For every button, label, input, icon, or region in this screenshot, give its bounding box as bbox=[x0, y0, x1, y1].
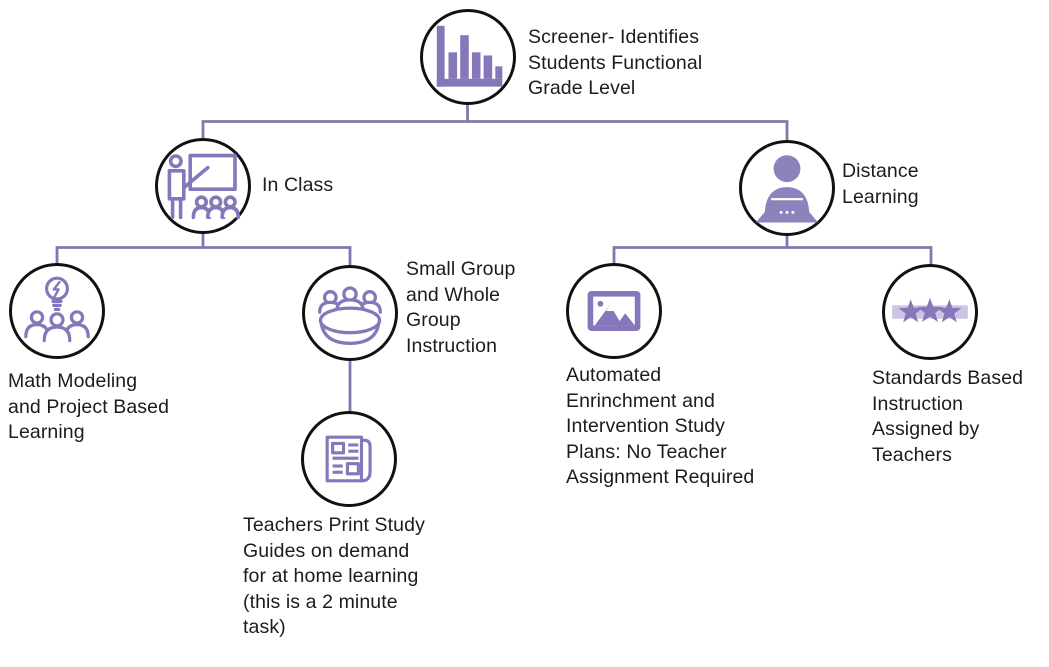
connector-rail-inclass bbox=[55, 246, 352, 266]
node-standards-circle bbox=[882, 264, 978, 360]
node-screener-circle bbox=[420, 9, 516, 105]
node-distance-learning-label: Distance Learning bbox=[842, 160, 919, 208]
bar-chart-icon bbox=[436, 25, 503, 87]
node-math-modeling-label: Math Modeling and Project Based Learning bbox=[8, 370, 170, 443]
node-screener-label: Screener- Identifies Students Functional… bbox=[528, 26, 703, 99]
node-teachers-print-circle bbox=[301, 411, 397, 507]
picture-icon bbox=[587, 291, 641, 331]
node-automated-plans-circle bbox=[566, 263, 662, 359]
three-stars-icon bbox=[892, 297, 968, 323]
connector-rail-distance bbox=[612, 246, 933, 266]
idea-team-icon bbox=[24, 276, 90, 343]
node-in-class-label: In Class bbox=[262, 174, 334, 196]
group-table-icon bbox=[318, 286, 382, 345]
node-teachers-print-label: Teachers Print Study Guides on demand fo… bbox=[243, 514, 425, 638]
node-math-modeling-circle bbox=[9, 263, 105, 359]
node-distance-learning-circle bbox=[739, 140, 835, 236]
teacher-whiteboard-icon bbox=[167, 153, 240, 219]
node-automated-plans-label: Automated Enrinchment and Intervention S… bbox=[566, 364, 755, 488]
connector-rail-level1 bbox=[201, 120, 789, 142]
node-in-class-circle bbox=[155, 138, 251, 234]
node-small-group-label: Small Group and Whole Group Instruction bbox=[406, 258, 516, 357]
newspaper-icon bbox=[325, 435, 372, 483]
node-standards-label: Standards Based Instruction Assigned by … bbox=[872, 367, 1024, 466]
person-laptop-icon bbox=[755, 155, 819, 223]
node-small-group-circle bbox=[302, 265, 398, 361]
